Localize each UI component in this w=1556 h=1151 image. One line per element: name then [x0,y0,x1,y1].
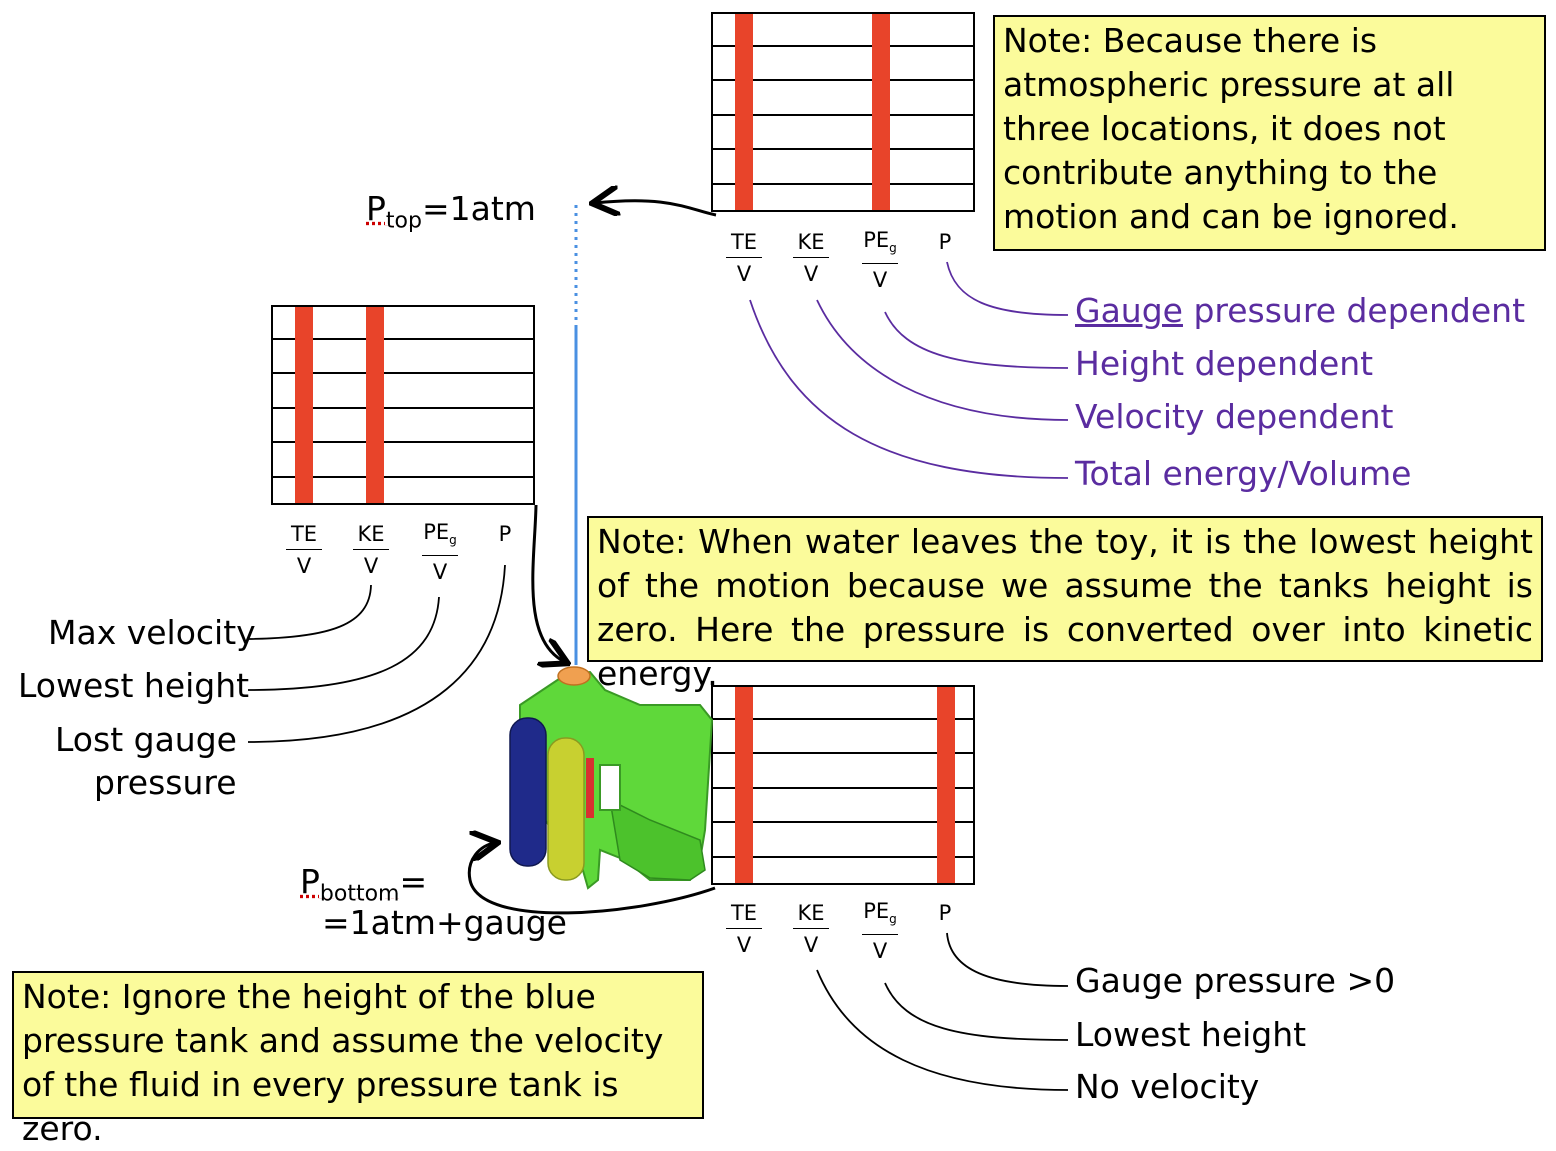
arrow-bottom-loop [467,843,716,915]
legend-no-velocity: No velocity [1075,1067,1260,1106]
arrow-to-top-pressure [595,201,717,215]
legend-total-energy: Total energy/Volume [1075,454,1412,493]
top-p-label: P [938,230,952,254]
legend-lowest-height-bottom: Lowest height [1075,1015,1307,1054]
arrow-exit-to-nozzle [531,504,565,662]
bottom-p-label: P [938,901,952,925]
bottom-p-bar [937,687,955,883]
bottom-bar-chart [711,685,975,885]
exit-bar-chart [271,305,535,505]
legend-lowest-height-left: Lowest height [18,666,250,705]
exit-te-bar [295,307,313,503]
note-water-leaves: Note: When water leaves the toy, it is t… [587,516,1543,693]
legend-lost-gauge-2: pressure [94,763,237,802]
exit-ke-bar [366,307,384,503]
legend-height-dependent: Height dependent [1075,344,1374,383]
legend-gauge-dependent: Gauge pressure dependent [1075,291,1526,330]
exit-p-label: P [498,522,512,546]
note-ignore-height: Note: Ignore the height of the blue pres… [12,971,704,1148]
legend-max-velocity: Max velocity [48,613,256,652]
water-gun-toy [509,666,714,890]
legend-velocity-dependent: Velocity dependent [1075,397,1394,436]
legend-lost-gauge: Lost gauge [55,720,237,759]
top-te-bar [735,14,753,210]
note-atmospheric: Note: Because there is atmospheric press… [993,15,1546,251]
p-top-label: Ptop=1atm [366,189,536,234]
bottom-te-bar [735,687,753,883]
legend-gauge-positive: Gauge pressure >0 [1075,961,1396,1000]
top-pe-bar [872,14,890,210]
top-bar-chart [711,12,975,212]
p-bottom-label: Pbottom= [300,862,428,907]
